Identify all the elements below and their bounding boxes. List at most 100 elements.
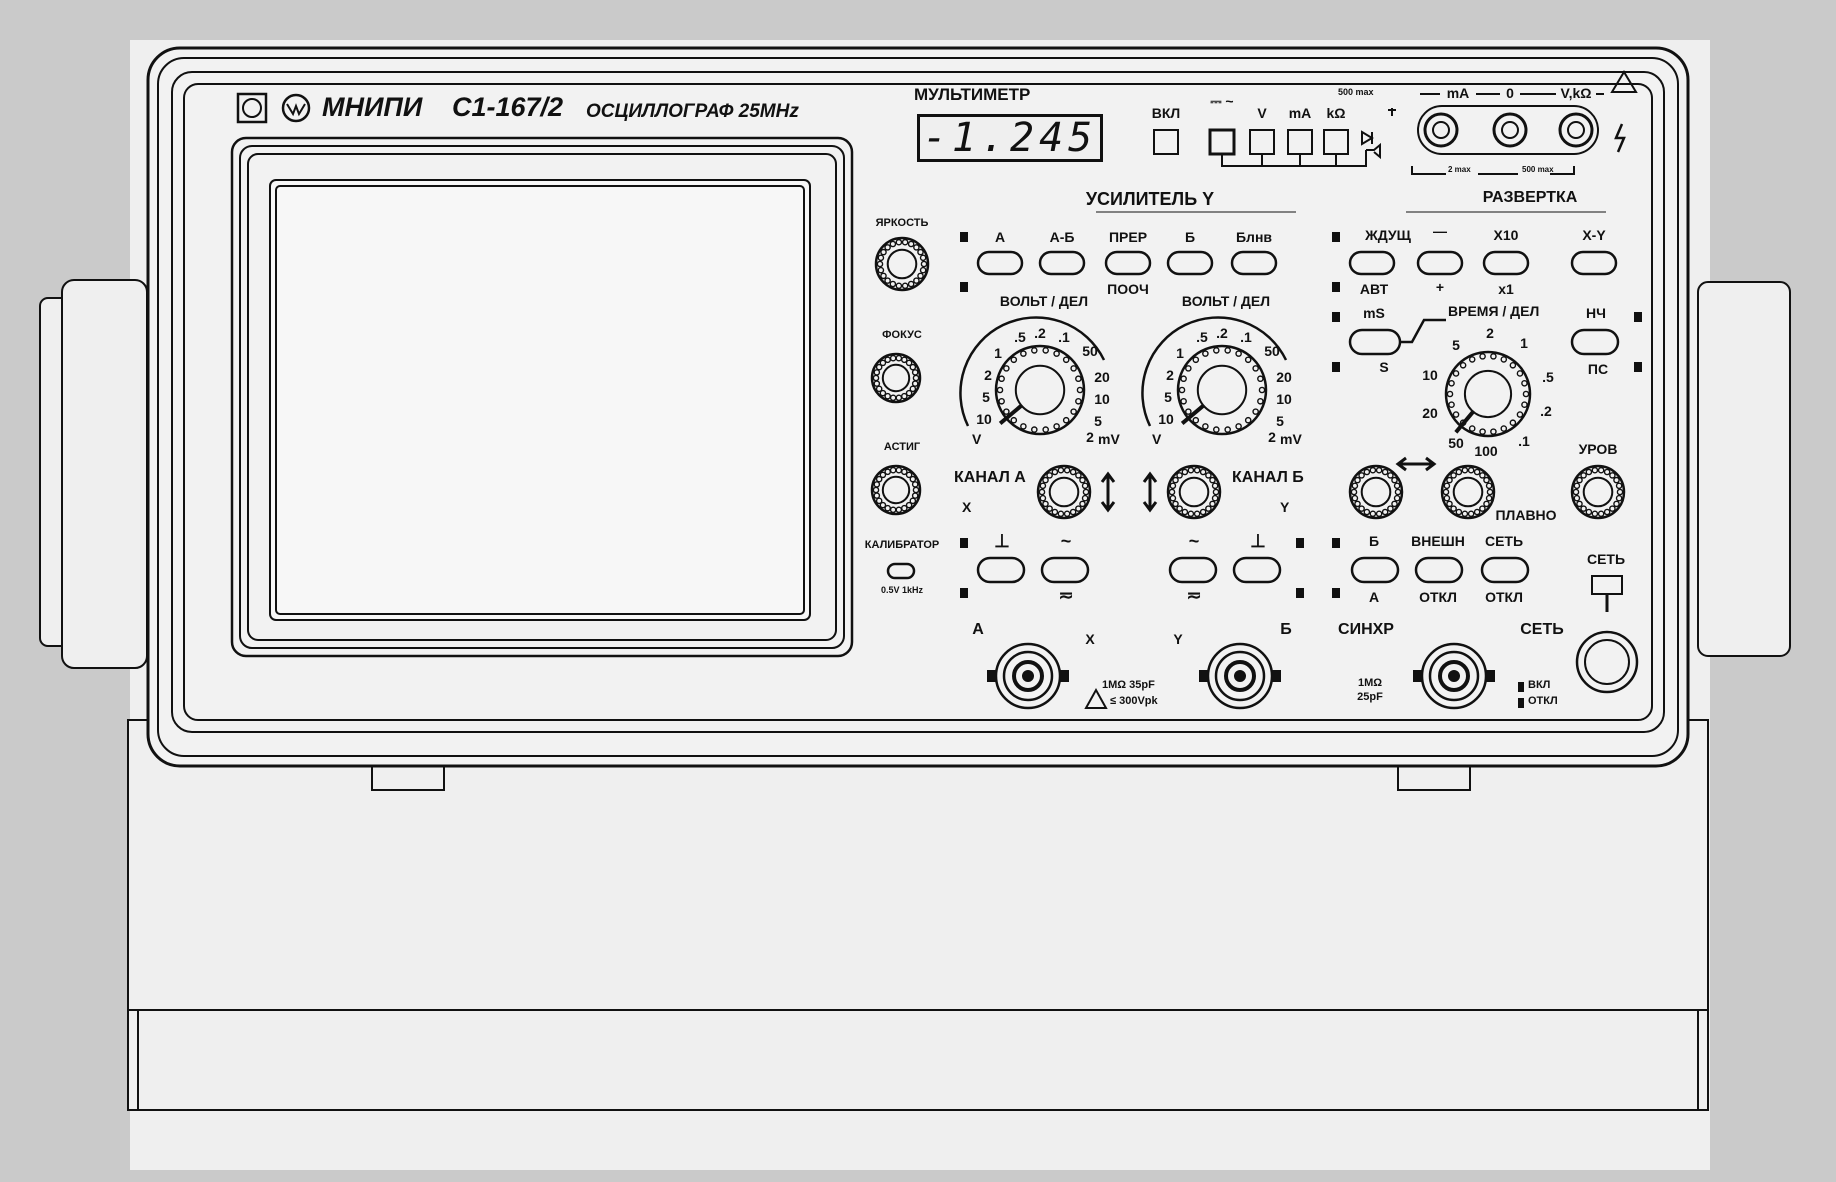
position-a-knob[interactable] — [1036, 464, 1092, 520]
volts-div-b-tick-3: 1 — [1176, 345, 1184, 361]
sweep-x10-label: X10 — [1493, 227, 1519, 243]
sync-a-label: А — [1368, 589, 1380, 605]
stand — [127, 719, 1709, 1111]
volts-div-b-tick-11: 2 — [1268, 429, 1276, 445]
bottom-buttons — [976, 556, 1530, 584]
brightness-knob[interactable] — [874, 236, 930, 292]
input-spec-2: ≤ 300Vpk — [1110, 695, 1158, 707]
focus-knob[interactable] — [870, 352, 922, 404]
volts-div-b-dial[interactable] — [1176, 344, 1268, 436]
button-blnv[interactable] — [1232, 252, 1276, 274]
mm-ma-button[interactable] — [1288, 130, 1312, 154]
mm-on-button[interactable] — [1154, 130, 1178, 154]
channel-b-y-label: Y — [1280, 499, 1290, 515]
mm-kohm-label: kΩ — [1326, 105, 1346, 121]
level-knob[interactable] — [1570, 464, 1626, 520]
volts-div-b-tick-1: 5 — [1164, 389, 1172, 405]
button-prer[interactable] — [1106, 252, 1150, 274]
sweep-zhdusch-button[interactable] — [1350, 252, 1394, 274]
volts-div-b-tick-0: 10 — [1158, 411, 1174, 427]
sweep-slope-button[interactable] — [1418, 252, 1462, 274]
sweep-x10-button[interactable] — [1484, 252, 1528, 274]
dial-b-unit-mv: mV — [1280, 431, 1302, 447]
calibrator-label: КАЛИБРАТОР — [864, 539, 940, 551]
mm-top-limit: 500 max — [1338, 87, 1374, 97]
sweep-zhdusch-label: ЖДУЩ — [1365, 227, 1411, 243]
volts-div-a-tick-6: .1 — [1058, 329, 1070, 345]
time-div-tick-3: 1 — [1520, 335, 1528, 351]
astig-label: АСТИГ — [883, 441, 921, 453]
sync-line-off-label: ОТКЛ — [1485, 589, 1523, 605]
sync-spec-2: 25pF — [1357, 691, 1383, 703]
horizontal-position-knob[interactable] — [1440, 464, 1496, 520]
sweep-auto-label: АВТ — [1359, 281, 1389, 297]
volts-div-b-tick-6: .1 — [1240, 329, 1252, 345]
sync-line-button[interactable] — [1482, 558, 1528, 582]
sweep-ms-label: mS — [1363, 305, 1385, 321]
time-div-dial[interactable] — [1444, 350, 1532, 438]
power-indicator[interactable] — [1577, 632, 1637, 692]
left-handle — [39, 279, 148, 669]
trigger-source-knob[interactable] — [1348, 464, 1404, 520]
coupling-a-ac-button[interactable] — [1042, 558, 1088, 582]
power-label: СЕТЬ — [1520, 621, 1564, 638]
calibrator-terminal[interactable] — [886, 562, 916, 580]
volts-div-b-tick-9: 10 — [1276, 391, 1292, 407]
calibrator-spec: 0.5V 1kHz — [880, 585, 924, 595]
mm-volt-button[interactable] — [1250, 130, 1274, 154]
vk-jack[interactable] — [1560, 114, 1592, 146]
y-buttons — [976, 250, 1278, 276]
coupling-a-gnd-button[interactable] — [978, 558, 1024, 582]
volts-div-label-a: ВОЛЬТ / ДЕЛ — [999, 293, 1089, 309]
dial-a-unit-mv: mV — [1098, 431, 1120, 447]
volts-div-b-tick-4: .5 — [1196, 329, 1208, 345]
volts-div-a-dial[interactable] — [994, 344, 1086, 436]
volts-div-b-tick-8: 20 — [1276, 369, 1292, 385]
btn-prer-label: ПРЕР — [1108, 229, 1148, 245]
mm-dcac-button[interactable] — [1210, 130, 1234, 154]
fine-label: ПЛАВНО — [1495, 507, 1557, 523]
sweep-x1-label: x1 — [1498, 281, 1514, 297]
position-b-knob[interactable] — [1166, 464, 1222, 520]
sweep-minus-label: — — [1433, 223, 1447, 239]
power-switch[interactable] — [1592, 576, 1622, 612]
volts-div-a-tick-1: 5 — [982, 389, 990, 405]
sweep-buttons — [1348, 250, 1620, 356]
sweep-hf-button[interactable] — [1572, 330, 1618, 354]
input-b-bnc[interactable] — [1199, 642, 1281, 710]
jack-vk-label: V,kΩ — [1560, 85, 1592, 101]
jack-zero-label: 0 — [1506, 85, 1514, 101]
time-div-tick-2: 2 — [1486, 325, 1494, 341]
power-top-label: СЕТЬ — [1586, 551, 1626, 567]
input-a-bnc[interactable] — [987, 642, 1069, 710]
coupling-b-ac-button[interactable] — [1170, 558, 1216, 582]
power-on-label: ВКЛ — [1528, 679, 1551, 691]
sweep-title: РАЗВЕРТКА — [1482, 189, 1578, 206]
level-label: УРОВ — [1578, 441, 1618, 457]
sync-line-label: СЕТЬ — [1484, 533, 1524, 549]
time-div-tick-8: 50 — [1448, 435, 1464, 451]
dial-a-unit-v: V — [972, 431, 982, 447]
mm-kohm-button[interactable] — [1324, 130, 1348, 154]
ma-jack[interactable] — [1425, 114, 1457, 146]
sync-ext-label: ВНЕШН — [1411, 533, 1465, 549]
sync-input-bnc[interactable] — [1413, 642, 1495, 710]
button-a[interactable] — [978, 252, 1022, 274]
volts-div-a-tick-2: 2 — [984, 367, 992, 383]
volts-div-b-tick-10: 5 — [1276, 413, 1284, 429]
time-div-tick-4: .5 — [1542, 369, 1554, 385]
coupling-b-gnd-button[interactable] — [1234, 558, 1280, 582]
coupling-b-ac: ~ — [1188, 531, 1200, 551]
sweep-ms-s-button[interactable] — [1350, 330, 1400, 354]
sync-ext-button[interactable] — [1416, 558, 1462, 582]
sweep-xy-button[interactable] — [1572, 252, 1616, 274]
mm-ma-label: mA — [1288, 105, 1312, 121]
crt-bezel — [230, 136, 854, 658]
sweep-xy-label: X-Y — [1582, 227, 1606, 243]
sync-b-button[interactable] — [1352, 558, 1398, 582]
button-b[interactable] — [1168, 252, 1212, 274]
zero-jack[interactable] — [1494, 114, 1526, 146]
astig-knob[interactable] — [870, 464, 922, 516]
button-a-minus-b[interactable] — [1040, 252, 1084, 274]
sweep-hf-label: НЧ — [1586, 305, 1606, 321]
